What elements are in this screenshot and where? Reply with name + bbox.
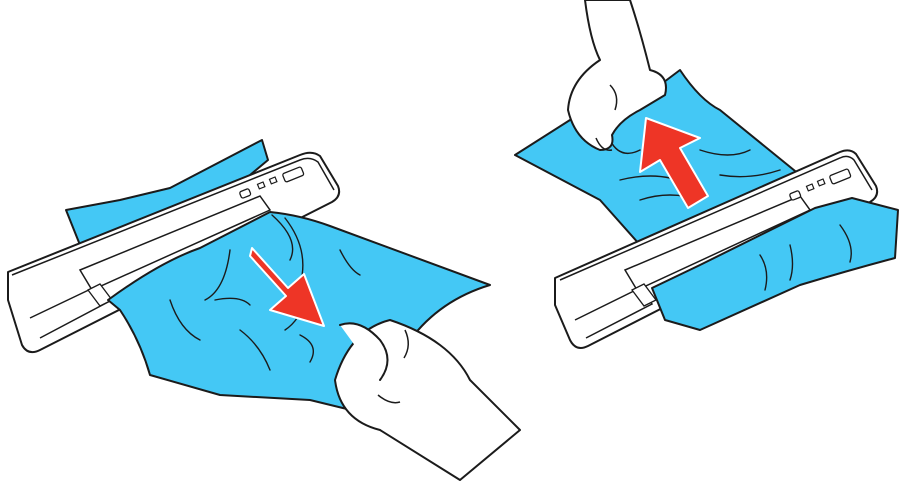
- left-hand-icon: [335, 320, 520, 480]
- left-panel: [8, 140, 520, 480]
- right-panel: [515, 0, 898, 348]
